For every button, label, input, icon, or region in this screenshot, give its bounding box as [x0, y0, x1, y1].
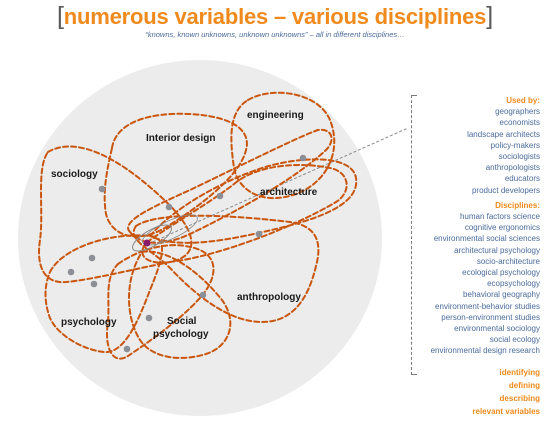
label-anthropology: anthropology: [237, 292, 301, 303]
loop-engineering: [230, 91, 336, 200]
discipline-item: cognitive ergonomics: [464, 223, 540, 233]
dot: [123, 345, 131, 353]
discipline-item: socio-architecture: [476, 256, 540, 266]
used-by-item: sociologists: [498, 152, 540, 162]
steps-section: identifying defining describing relevant…: [412, 366, 540, 419]
used-by-item: geographers: [495, 107, 540, 117]
loop-sociology: [38, 145, 193, 284]
page-title: [numerous variables – various discipline…: [0, 2, 550, 31]
title-text: numerous variables – various disciplines: [63, 4, 487, 29]
discipline-item: ecological psychology: [462, 268, 540, 278]
background-circle: [18, 60, 382, 416]
subtitle: “knowns, known unknowns, unknown unknown…: [145, 30, 405, 39]
loop-anthropology: [132, 214, 320, 324]
discipline-item: human factors science: [459, 212, 540, 222]
dot: [255, 230, 263, 238]
title-close-bracket: ]: [486, 2, 493, 30]
dot: [88, 254, 96, 262]
dot: [67, 268, 75, 276]
label-social-psychology-line1: Social: [167, 316, 197, 327]
step-item: describing: [499, 394, 540, 404]
loop-architecture: [141, 164, 348, 264]
disciplines-heading: Disciplines:: [495, 200, 540, 210]
label-engineering: engineering: [247, 110, 304, 121]
dot: [98, 185, 106, 193]
label-psychology: psychology: [61, 317, 117, 328]
dot: [165, 203, 173, 211]
used-by-item: educators: [504, 174, 540, 184]
label-sociology: sociology: [51, 169, 98, 180]
step-item: identifying: [499, 367, 540, 377]
sidebar: Used by: geographers economists landscap…: [412, 95, 540, 418]
discipline-item: ecopsychology: [487, 279, 540, 289]
discipline-item: environmental design research: [430, 346, 540, 356]
disciplines-section: Disciplines: human factors science cogni…: [412, 200, 540, 357]
center-loop-2: [142, 214, 198, 246]
used-by-item: anthropologists: [485, 163, 540, 173]
center-loop-1: [132, 224, 172, 252]
loop-interior-architecture: [148, 158, 358, 244]
discipline-item: behavioral geography: [463, 290, 540, 300]
used-by-item: economists: [499, 118, 540, 128]
dot: [90, 280, 98, 288]
used-by-item: policy-makers: [490, 140, 540, 150]
step-item: relevant variables: [472, 407, 540, 417]
dot: [299, 154, 307, 162]
discipline-item: environmental sociology: [454, 324, 540, 334]
sidebar-bracket: [411, 95, 417, 375]
used-by-heading: Used by:: [506, 96, 540, 105]
loop-social-psychology: [128, 250, 232, 359]
used-by-item: landscape architects: [467, 129, 540, 139]
dot: [199, 291, 207, 299]
label-interior-design: Interior design: [146, 133, 215, 144]
discipline-item: architectural psychology: [454, 245, 540, 255]
label-social-psychology-line2: psychology: [153, 329, 209, 340]
used-by-item: product developers: [471, 185, 540, 195]
loop-psychology: [44, 234, 164, 354]
step-item: defining: [508, 380, 540, 390]
dot: [145, 314, 153, 322]
label-architecture: architecture: [260, 187, 318, 198]
discipline-item: environment-behavior studies: [435, 301, 540, 311]
used-by-section: Used by: geographers economists landscap…: [412, 95, 540, 196]
dot: [216, 192, 224, 200]
center-dot: [143, 239, 151, 247]
discipline-item: environmental social sciences: [433, 234, 540, 244]
title-open-bracket: [: [57, 2, 64, 30]
discipline-item: person-environment studies: [441, 312, 540, 322]
discipline-item: social ecology: [489, 335, 540, 345]
loop-social-to-center: [106, 244, 215, 360]
